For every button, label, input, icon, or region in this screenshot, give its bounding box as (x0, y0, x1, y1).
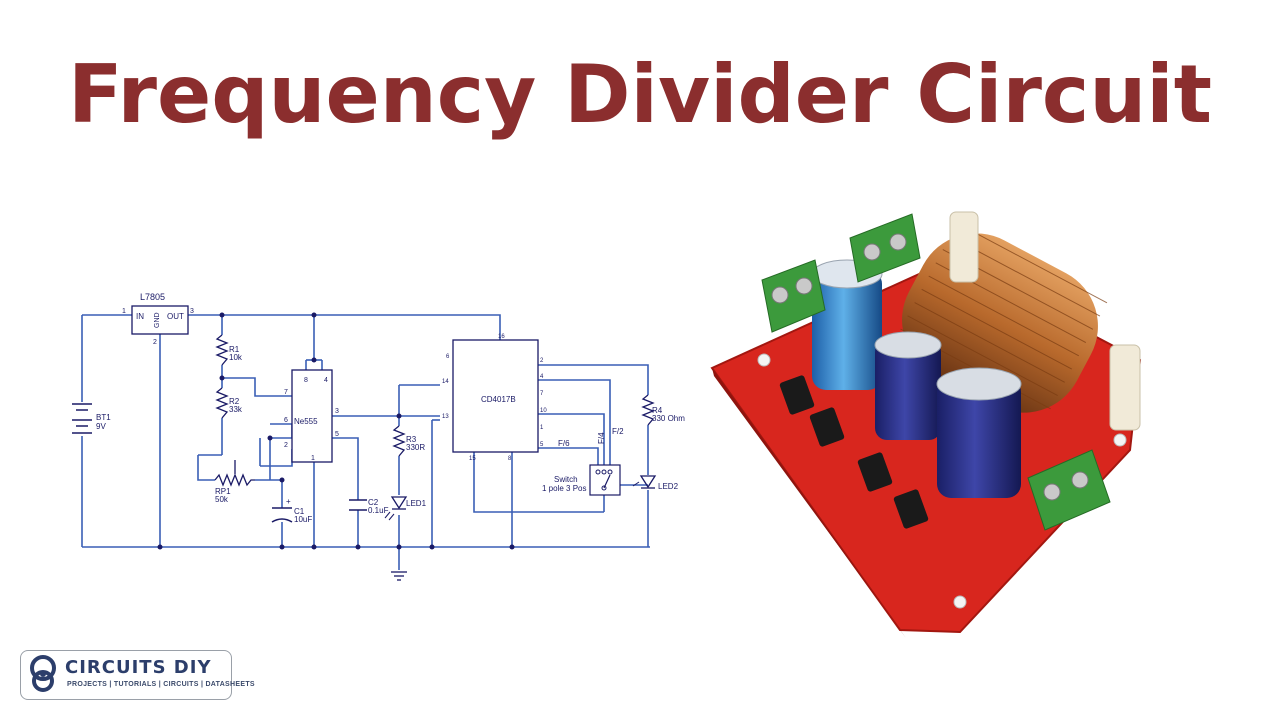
svg-text:3: 3 (335, 408, 339, 415)
capacitor-navy-large (936, 367, 1022, 498)
svg-text:1 pole 3 Pos: 1 pole 3 Pos (542, 484, 586, 493)
svg-text:R1: R1 (229, 345, 240, 354)
switch-1-pole-3-pos: Switch 1 pole 3 Pos (542, 464, 621, 496)
svg-text:7: 7 (540, 391, 544, 397)
svg-text:C1: C1 (294, 507, 305, 516)
svg-text:2: 2 (540, 358, 544, 364)
svg-text:LED2: LED2 (658, 482, 679, 491)
svg-text:6: 6 (284, 417, 288, 424)
label-f6: F/6 (558, 439, 570, 448)
junction-dots (157, 312, 515, 550)
svg-text:6: 6 (446, 354, 450, 360)
svg-text:33k: 33k (229, 405, 243, 414)
capacitor-navy-small (874, 331, 942, 440)
logo-brand-text: CIRCUITS DIY (65, 657, 212, 678)
svg-text:BT1: BT1 (96, 413, 111, 422)
led1: LED1 (384, 496, 427, 521)
terminal-block-top (849, 213, 921, 283)
label-f4: F/4 (597, 432, 606, 444)
battery-bt1: BT1 9V (72, 403, 111, 434)
terminal-block-left (761, 259, 826, 333)
svg-text:4: 4 (324, 377, 328, 384)
svg-text:9V: 9V (96, 422, 106, 431)
svg-text:+: + (286, 497, 291, 506)
ic-ne555: Ne555 8 4 7 6 2 3 5 1 (284, 369, 339, 463)
svg-text:7: 7 (284, 389, 288, 396)
terminal-block-right (1027, 449, 1111, 531)
svg-text:0.1uF: 0.1uF (368, 506, 389, 515)
svg-text:16: 16 (498, 334, 505, 340)
svg-text:10uF: 10uF (294, 515, 312, 524)
svg-text:330R: 330R (406, 443, 425, 452)
svg-text:330 Ohm: 330 Ohm (652, 414, 685, 423)
ground-symbol (391, 571, 407, 581)
svg-text:GND: GND (154, 312, 161, 328)
resistor-r4: R4 330 Ohm (641, 394, 685, 426)
svg-text:1: 1 (540, 425, 544, 431)
svg-text:IN: IN (136, 312, 144, 321)
label-f2: F/2 (612, 427, 624, 436)
svg-text:8: 8 (304, 377, 308, 384)
svg-text:8: 8 (508, 456, 512, 462)
svg-text:C2: C2 (368, 498, 379, 507)
svg-text:RP1: RP1 (215, 487, 231, 496)
svg-text:14: 14 (442, 379, 449, 385)
resistor-r1: R1 10k (215, 334, 243, 366)
svg-text:OUT: OUT (167, 312, 184, 321)
svg-text:15: 15 (469, 456, 476, 462)
svg-text:5: 5 (540, 442, 544, 448)
svg-text:13: 13 (442, 414, 449, 420)
svg-text:Ne555: Ne555 (294, 417, 318, 426)
resistor-r3: R3 330R (392, 425, 425, 457)
svg-text:2: 2 (153, 339, 157, 346)
product-photo-crossover-board (710, 211, 1142, 638)
svg-text:2: 2 (284, 442, 288, 449)
capacitor-c1: + C1 10uF (271, 497, 312, 524)
svg-text:10k: 10k (229, 353, 243, 362)
svg-text:LED1: LED1 (406, 499, 427, 508)
ic-cd4017b: CD4017B 16 6 14 13 15 8 2 4 7 10 1 5 (442, 334, 547, 462)
svg-text:50k: 50k (215, 495, 229, 504)
svg-text:Switch: Switch (554, 475, 578, 484)
svg-text:CD4017B: CD4017B (481, 395, 516, 404)
jumper-headers (779, 375, 929, 529)
svg-text:R2: R2 (229, 397, 240, 406)
svg-text:L7805: L7805 (140, 292, 165, 302)
regulator-l7805: L7805 IN OUT GND 1 3 2 (122, 292, 194, 346)
led2: LED2 (632, 475, 679, 491)
circuits-diy-logo: CIRCUITS DIY PROJECTS | TUTORIALS | CIRC… (20, 650, 255, 700)
capacitor-c2: C2 0.1uF (349, 498, 389, 515)
capacitor-blue (811, 259, 883, 390)
svg-text:4: 4 (540, 374, 544, 380)
circuits-diy-logo-icon (30, 655, 56, 692)
potentiometer-rp1: RP1 50k (214, 460, 255, 504)
svg-text:1: 1 (311, 455, 315, 462)
svg-text:10: 10 (540, 408, 547, 414)
svg-text:3: 3 (190, 308, 194, 315)
svg-text:5: 5 (335, 431, 339, 438)
svg-text:1: 1 (122, 308, 126, 315)
page-title: Frequency Divider Circuit (68, 48, 1212, 141)
svg-text:R3: R3 (406, 435, 417, 444)
svg-text:R4: R4 (652, 406, 663, 415)
resistor-r2: R2 33k (215, 387, 243, 419)
logo-tagline: PROJECTS | TUTORIALS | CIRCUITS | DATASH… (67, 681, 255, 688)
schematic-diagram: L7805 IN OUT GND 1 3 2 BT1 9V R1 10k R2 … (72, 292, 685, 581)
